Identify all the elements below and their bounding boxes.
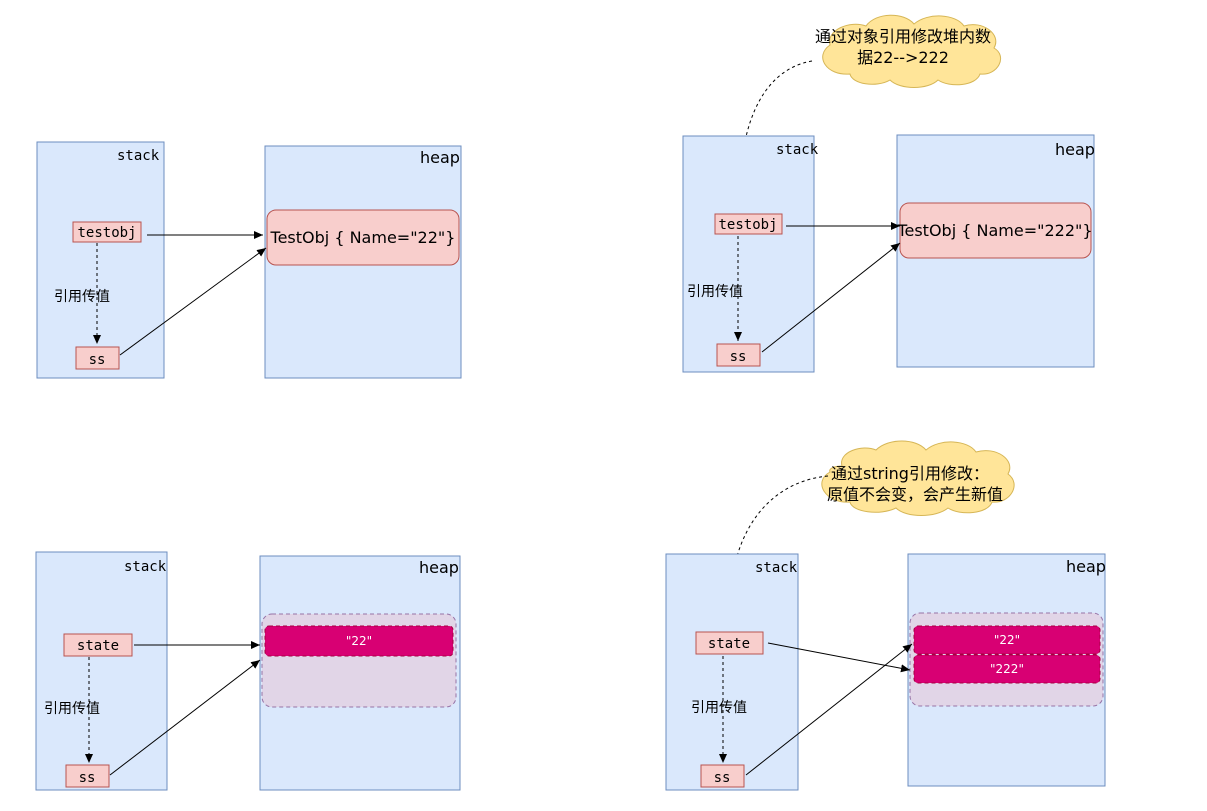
var-state [695, 631, 764, 655]
heap-object [266, 209, 460, 266]
var-ss-label: ss [730, 349, 747, 365]
callout-cloud-object [822, 14, 1001, 88]
var-testobj [714, 213, 783, 235]
var-testobj-label: testobj [77, 225, 136, 241]
stack-label: stack [124, 559, 167, 575]
pass-by-ref-label: 引用传值 [691, 700, 747, 716]
heap-object-label: TestObj { Name="22"} [270, 228, 456, 247]
var-ss [65, 764, 110, 788]
panel-object-after: 通过对象引用修改堆内数 据22-->222 stack heap testobj… [682, 14, 1095, 373]
callout-object-line1: 通过对象引用修改堆内数 [815, 27, 991, 46]
var-ss [716, 343, 761, 367]
stack-region [36, 141, 165, 379]
string-value-old-label: "22" [994, 633, 1020, 647]
panel-string-after: 通过string引用修改： 原值不会变，会产生新值 stack heap "22… [665, 440, 1106, 791]
var-ss [75, 346, 120, 370]
var-state [63, 633, 133, 657]
heap-label: heap [1066, 557, 1106, 576]
pass-by-ref-label: 引用传值 [687, 284, 743, 300]
arrow-ss-to-string [109, 659, 261, 776]
callout-string-line1: 通过string引用修改： [831, 464, 989, 483]
heap-object-label: TestObj { Name="222"} [896, 221, 1092, 240]
stack-region [665, 553, 799, 791]
var-ss-label: ss [714, 770, 731, 786]
var-state-label: state [77, 638, 119, 654]
string-value [264, 625, 454, 657]
callout-cloud-string [821, 440, 1015, 516]
stack-region [35, 551, 168, 791]
pass-by-ref-label: 引用传值 [54, 289, 110, 305]
stack-label: stack [755, 560, 798, 576]
heap-label: heap [419, 558, 459, 577]
stack-label: stack [776, 142, 819, 158]
stack-label: stack [117, 148, 160, 164]
string-value-label: "22" [346, 634, 372, 648]
arrow-ss-to-old-string [745, 643, 913, 776]
var-state-label: state [708, 636, 750, 652]
callout-string-line2: 原值不会变，会产生新值 [827, 485, 1003, 504]
var-testobj-label: testobj [718, 217, 777, 233]
string-value-new [913, 654, 1101, 684]
var-ss [700, 764, 745, 788]
heap-object [899, 202, 1092, 259]
panel-object-before: stack heap testobj ss TestObj { Name="22… [36, 141, 462, 379]
string-value-new-label: "222" [990, 662, 1024, 676]
callout-string-connector [725, 475, 829, 631]
arrow-ss-to-object [761, 242, 901, 353]
string-value-old [913, 625, 1101, 655]
var-ss-label: ss [79, 770, 96, 786]
heap-label: heap [1055, 140, 1095, 159]
heap-label: heap [420, 148, 460, 167]
panel-string-before: stack heap "22" state ss 引用传值 [35, 551, 461, 791]
var-testobj [72, 221, 142, 243]
callout-object-line2: 据22-->222 [857, 48, 949, 67]
arrow-ss-to-object [119, 247, 267, 356]
arrow-state-to-new-string [767, 642, 911, 673]
pass-by-ref-label: 引用传值 [44, 701, 100, 717]
stack-region [682, 135, 815, 373]
var-ss-label: ss [89, 352, 106, 368]
